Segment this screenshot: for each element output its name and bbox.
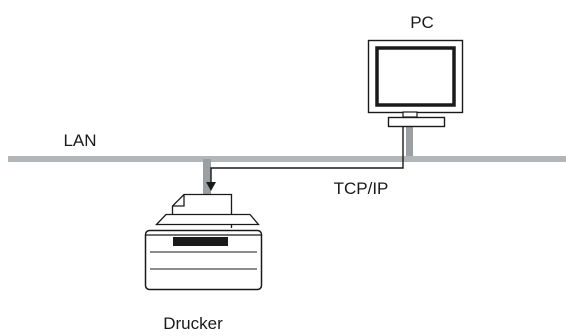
computer-monitor-icon	[367, 39, 464, 156]
arrowhead-icon	[206, 182, 216, 191]
printer-label: Drucker	[163, 314, 223, 333]
tcpip-path	[210, 126, 404, 183]
lan-label: LAN	[63, 131, 96, 150]
printer-connector	[203, 159, 211, 199]
pc-label: PC	[410, 13, 434, 32]
printer-icon	[144, 193, 263, 291]
protocol-label: TCP/IP	[334, 179, 389, 198]
